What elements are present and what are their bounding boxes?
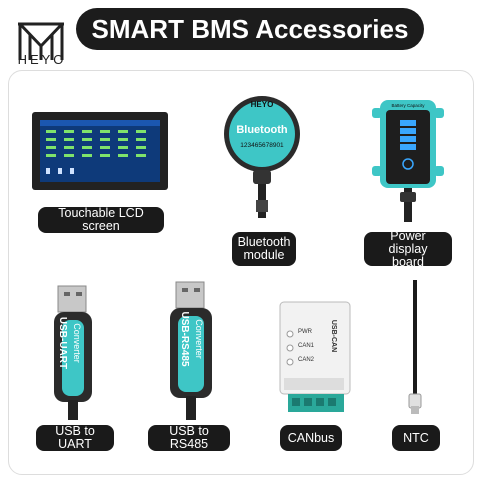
rs485-text-1: USB-RS485 xyxy=(179,311,190,367)
power-display-board-image xyxy=(372,100,444,222)
item-label-ntc: NTC xyxy=(392,425,440,451)
content-frame xyxy=(8,70,474,475)
item-label-bluetooth: Bluetooth module xyxy=(232,232,296,266)
canbus-port-can1: CAN1 xyxy=(298,343,315,349)
canbus-port-can2: CAN2 xyxy=(298,357,315,363)
canbus-port-pwr: PWR xyxy=(298,329,312,335)
usb-to-uart-image xyxy=(54,285,92,420)
label-line: module xyxy=(243,248,285,262)
lcd-screen-image xyxy=(32,112,168,190)
bluetooth-module-image xyxy=(224,96,300,218)
heyo-logo-icon xyxy=(18,22,64,60)
ntc-sensor-image xyxy=(408,280,422,414)
canbus-side-text: USB-CAN xyxy=(330,319,337,353)
item-label-usb-uart: USB to UART xyxy=(36,425,114,451)
canbus-adapter-image xyxy=(279,301,351,412)
uart-text-2: Converter xyxy=(72,323,82,363)
item-label-usb-rs485: USB to RS485 xyxy=(148,425,230,451)
page-title: SMART BMS Accessories xyxy=(76,8,424,50)
label-line: board xyxy=(392,254,424,269)
brand-name: HEYO xyxy=(17,52,67,67)
rs485-text-2: Converter xyxy=(194,319,204,359)
label-line: Bluetooth xyxy=(237,235,291,249)
bluetooth-serial: 123465678901 xyxy=(240,142,284,149)
label-line: Power display xyxy=(388,228,428,256)
item-label-lcd-screen: Touchable LCD screen xyxy=(38,207,164,233)
battery-capacity-caption: Battery Capacity xyxy=(391,103,425,108)
bluetooth-device-name: Bluetooth xyxy=(236,124,288,136)
item-label-power-display: Power display board xyxy=(364,228,452,269)
usb-to-rs485-image xyxy=(170,281,212,420)
item-label-canbus: CANbus xyxy=(280,425,342,451)
uart-text-1: USB-UART xyxy=(57,316,68,370)
bluetooth-brand: HEYO xyxy=(250,100,274,109)
